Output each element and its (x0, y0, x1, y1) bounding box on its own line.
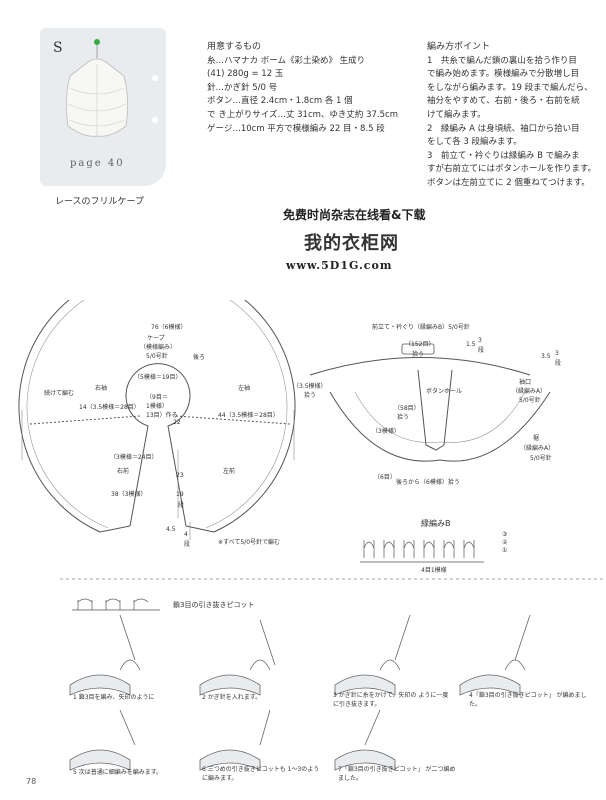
label: 左袖 (238, 385, 251, 392)
thumbnail-page-label: page 40 (70, 158, 125, 169)
label: 段 (555, 360, 562, 367)
materials-line: 糸…ハマナカ ボーム《彩土染め》 生成り (207, 55, 366, 66)
technique-step: 5 次は普通に細編みを編みます。 (73, 769, 163, 776)
watermark-url: www.5D1G.com (286, 259, 393, 272)
label: ※すべて5/0号針で編む (218, 539, 281, 546)
cape-schematic-right (309, 343, 551, 462)
label: 左前 (223, 468, 236, 475)
label: 5/0号針 (530, 455, 552, 462)
chart-row-label: ③ (502, 531, 508, 538)
label: 76（6模様） (151, 324, 187, 331)
label: 4 (184, 531, 188, 538)
section-divider (60, 578, 606, 580)
technique-step: 4「鎖3目の引き抜きピコット」 が編めました。 (469, 692, 587, 708)
label: （縁編みA） (520, 445, 555, 452)
cape-photo-illustration (66, 39, 158, 137)
technique-step: 6 三つめの引き抜きピコットも 1〜3のように編みます。 (202, 766, 320, 782)
materials-line: ゲージ…10cm 平方で模様編み 22 目・8.5 段 (207, 123, 385, 134)
watermark-line2: 我的衣柜网 (304, 233, 399, 254)
technique-step: 3 かぎ針に糸をかけて、矢印の ように一度に引き抜きます。 (333, 692, 449, 708)
points-line: すが右前立てにはボタンホールを作ります。 (427, 164, 597, 175)
pattern-thumbnail: S page 40 (40, 28, 166, 186)
label: 拾う (412, 351, 425, 358)
materials-line: 針…かぎ針 5/0 号 (207, 82, 278, 93)
label: 23 (176, 472, 184, 479)
label: 3.5 (541, 353, 551, 360)
chart-footer: 4目1模様 (421, 567, 447, 574)
label: 3 (555, 350, 559, 357)
materials-line: (41) 280g = 12 玉 (207, 69, 284, 80)
label: 1.5 (466, 341, 476, 348)
label: 拾う (397, 414, 410, 421)
label: 袖口 (519, 379, 532, 386)
points-line: 袖分をやすめて、右前・後ろ・右前を続 (427, 96, 580, 107)
page-number: 78 (26, 777, 37, 786)
label: （6目） (374, 474, 396, 481)
points-line: をしながら編みます。19 段まで編んだら、 (427, 82, 593, 93)
label: （3模様＝24目） (110, 454, 158, 461)
technique-title: 鎖3目の引き抜きピコット (173, 601, 255, 609)
label: ボタンホール (426, 388, 463, 395)
label: 5/0号針 (519, 397, 541, 404)
materials-line: ボタン…直径 2.4cm・1.8cm 各 1 個 (207, 96, 353, 107)
label: （縁編みA） (512, 388, 547, 395)
technique-illustrations (69, 615, 531, 771)
label: （58目） (394, 405, 420, 412)
stitch-chart-title: 縁編みB (421, 519, 451, 528)
label: 14（3.5模様＝28目） (79, 404, 140, 411)
points-line: 2 縁編み A は身頃続、袖口から拾い目 (427, 123, 580, 134)
materials-block: 用意するもの 糸…ハマナカ ボーム《彩土染め》 生成り (41) 280g = … (207, 41, 407, 136)
points-line: けて編みます。 (427, 109, 486, 120)
label: 裾 (533, 435, 540, 442)
label: （152目） (405, 341, 435, 348)
label: 1模様） (146, 403, 168, 410)
points-line: 3 前立て・衿ぐりは縁編み B で編みま (427, 150, 580, 161)
points-line: で編み始めます。模様編みで分散増し目 (427, 69, 580, 80)
label: 拾う (304, 392, 317, 399)
label: 続けて編む (44, 390, 75, 397)
stitch-chart-b (360, 540, 484, 563)
materials-line: で き上がりサイズ…丈 31cm、ゆき丈約 37.5cm (207, 109, 399, 120)
materials-heading: 用意するもの (207, 42, 262, 52)
thumbnail-letter: S (53, 40, 63, 56)
label: 前立て・衿ぐり（縁編みB）5/0号針 (372, 324, 470, 331)
points-line: ボタンは左前立てに 2 個重ねてつけます。 (427, 177, 590, 188)
chart-row-label: ② (502, 539, 508, 546)
pattern-caption: レースのフリルケープ (55, 197, 145, 207)
label: 右袖 (95, 385, 108, 392)
label: 段 (184, 541, 191, 548)
label: 19 (176, 491, 184, 498)
points-heading: 編み方ポイント (427, 42, 491, 52)
label: 5/0号針 (146, 353, 168, 360)
label: 後ろ (193, 354, 206, 361)
label: 後ろから（6模様）拾う (396, 479, 460, 486)
label: 13目）作る (146, 412, 178, 419)
picot-symbol (72, 598, 160, 611)
label: 22 (173, 419, 181, 426)
label: （5模様＝19目） (134, 374, 182, 381)
knitting-points-block: 編み方ポイント 1 共糸で編んだ鎖の裏山を拾う作り目 で編み始めます。模様編みで… (427, 41, 605, 191)
cape-schematic-left (18, 300, 296, 540)
chart-row-label: ① (502, 547, 508, 554)
label: ケープ (147, 335, 165, 342)
label: 3 (478, 337, 482, 344)
watermark-line1: 免费时尚杂志在线看&下载 (283, 208, 426, 222)
label: 38（3模様） (111, 491, 147, 498)
label: 右前 (117, 468, 130, 475)
technique-step: 2 かぎ針を入れます。 (202, 694, 262, 701)
label: 段 (478, 347, 485, 354)
label: 4.5 (166, 526, 176, 533)
label: （3.5模様） (293, 383, 327, 390)
points-line: をして各 3 段編みます。 (427, 137, 522, 148)
label: 44（3.5模様＝28目） (218, 412, 279, 419)
label: 段 (178, 502, 185, 509)
label: （3模様） (372, 428, 400, 435)
points-line: 1 共糸で編んだ鎖の裏山を拾う作り目 (427, 55, 577, 66)
label: （模様編み） (140, 344, 177, 351)
technique-step: 1 鎖3目を編み、矢印のように (73, 694, 155, 701)
label: （9目＝ (146, 394, 168, 401)
technique-step: 7「鎖3目の引き抜きピコット」 が二つ編めました。 (338, 766, 456, 782)
